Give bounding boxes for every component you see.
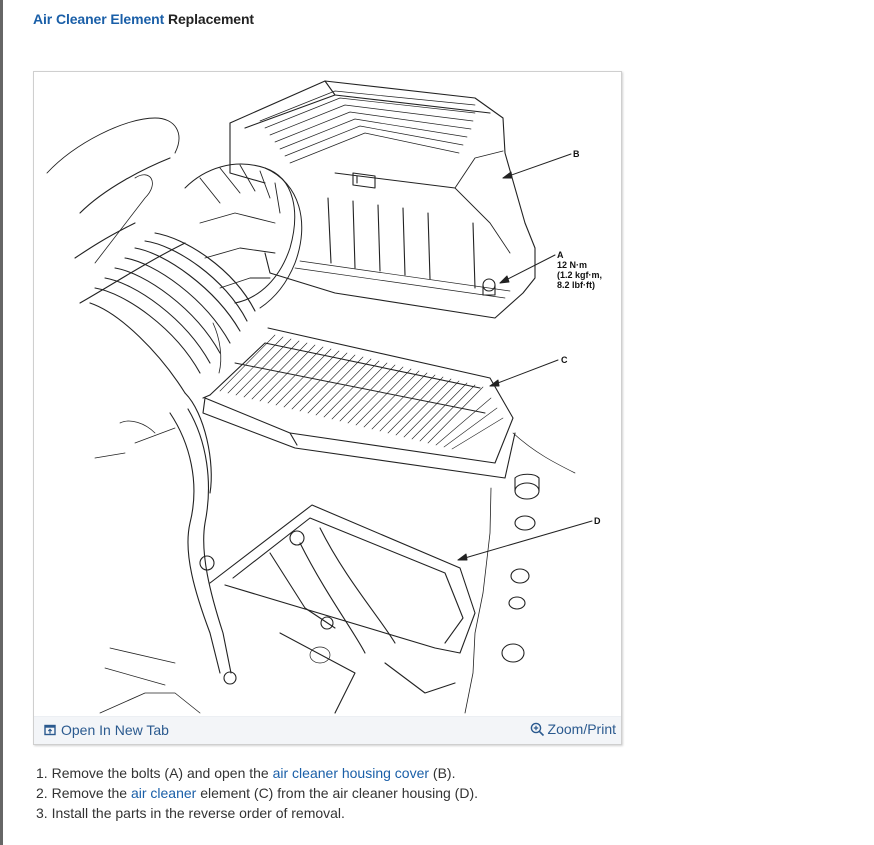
zoom-print-link[interactable]: Zoom/Print (530, 721, 616, 737)
housing-cover-drawing (229, 80, 536, 319)
title-link[interactable]: Air Cleaner Element (33, 11, 165, 27)
open-in-new-tab-label: Open In New Tab (61, 722, 169, 738)
vacuum-hose-drawing (94, 408, 237, 714)
step-1: 1. Remove the bolts (A) and open the air… (36, 765, 456, 781)
title-suffix: Replacement (164, 11, 254, 27)
figure-card: B A 12 N·m (1.2 kgf·m, 8.2 lbf·ft) C D O… (33, 71, 622, 745)
callout-a-label: A (557, 250, 564, 260)
callout-leaders (457, 153, 593, 561)
callout-a-spec-3: 8.2 lbf·ft) (557, 280, 595, 290)
callout-a-spec-1: 12 N·m (557, 260, 587, 270)
callout-b-label: B (573, 149, 580, 159)
zoom-in-icon (530, 722, 544, 736)
intake-hose-drawing (46, 117, 303, 494)
page-title: Air Cleaner Element Replacement (33, 11, 254, 27)
open-in-new-tab-link[interactable]: Open In New Tab (44, 722, 169, 738)
air-cleaner-housing-cover-link[interactable]: air cleaner housing cover (272, 765, 430, 781)
zoom-print-label: Zoom/Print (547, 721, 616, 737)
air-cleaner-diagram[interactable]: B A 12 N·m (1.2 kgf·m, 8.2 lbf·ft) C D (35, 73, 620, 716)
open-in-new-tab-icon (44, 724, 56, 736)
instruction-steps: 1. Remove the bolts (A) and open the air… (36, 763, 478, 823)
figure-toolbar: Open In New Tab Zoom/Print (34, 716, 621, 744)
callout-c-label: C (561, 355, 568, 365)
callout-d-label: D (594, 516, 601, 526)
callout-labels: B A 12 N·m (1.2 kgf·m, 8.2 lbf·ft) C D (557, 149, 602, 526)
step-3: 3. Install the parts in the reverse orde… (36, 805, 345, 821)
callout-a-spec-2: (1.2 kgf·m, (557, 270, 602, 280)
step-2: 2. Remove the air cleaner element (C) fr… (36, 785, 478, 801)
left-border-rule (0, 0, 3, 845)
air-cleaner-link[interactable]: air cleaner (130, 785, 197, 801)
filter-element-drawing (202, 327, 516, 479)
housing-lower-drawing (199, 432, 576, 714)
